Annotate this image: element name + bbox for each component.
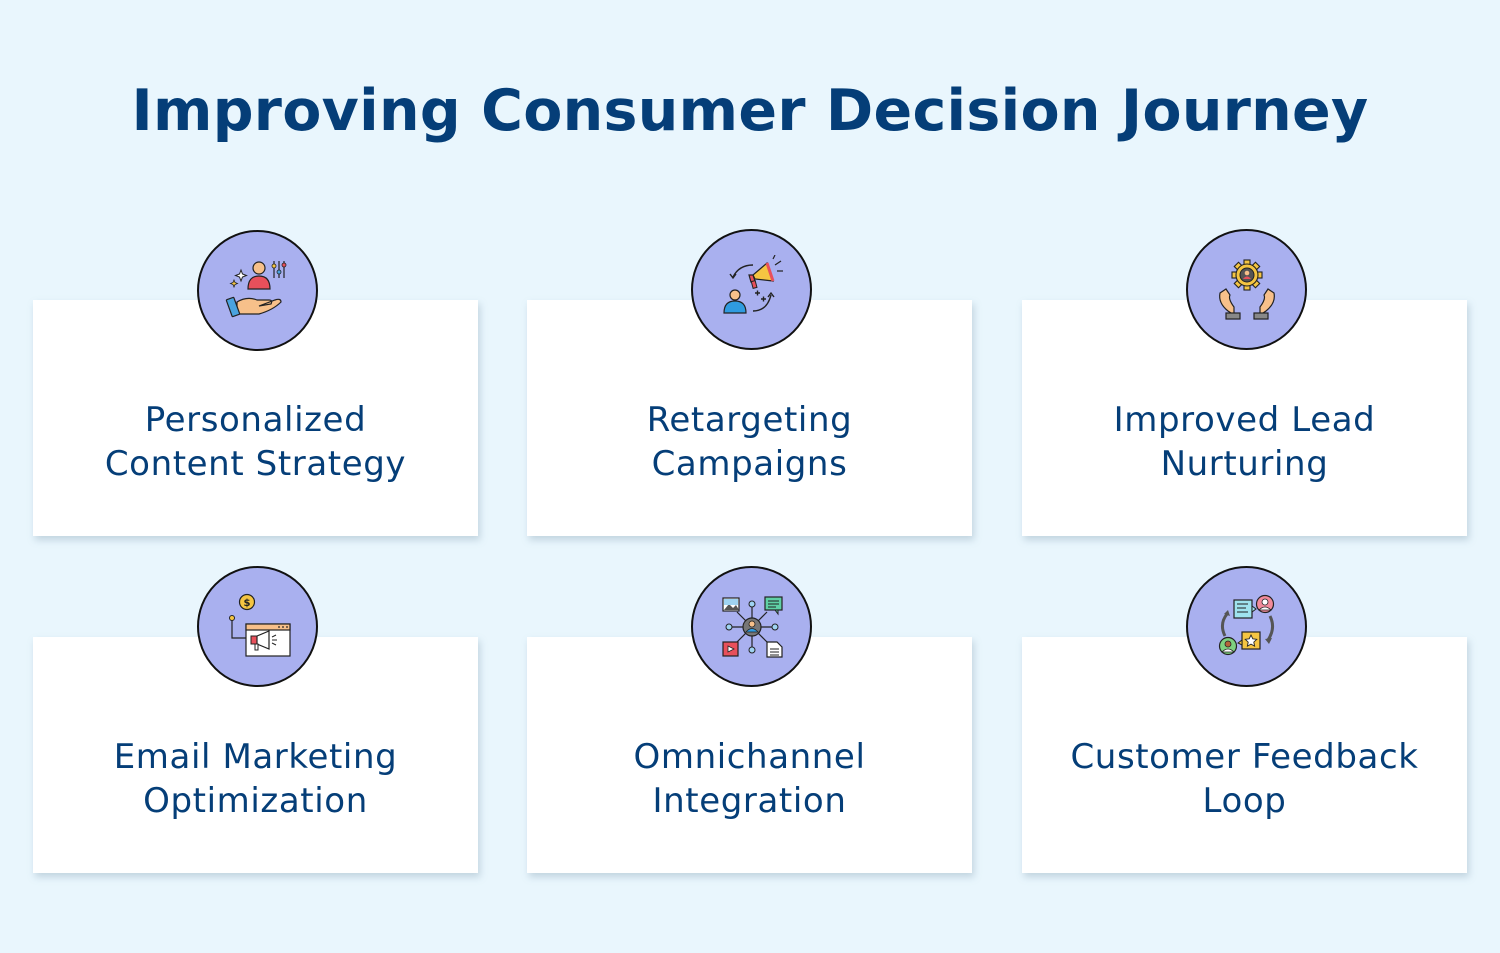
card-label-line1: Customer Feedback bbox=[1070, 737, 1419, 777]
card-label: Personalized Content Strategy bbox=[33, 398, 478, 486]
card-label-line2: Campaigns bbox=[651, 444, 848, 484]
card-label-line1: Improved Lead bbox=[1113, 400, 1376, 440]
card-label-line2: Nurturing bbox=[1160, 444, 1329, 484]
icon-circle bbox=[1186, 566, 1307, 687]
card-label-line2: Content Strategy bbox=[104, 444, 407, 484]
icon-circle bbox=[1186, 229, 1307, 350]
card-label: Retargeting Campaigns bbox=[527, 398, 972, 486]
browser-megaphone-coin-icon: $ bbox=[228, 593, 291, 657]
hands-gear-user-icon bbox=[1218, 258, 1275, 320]
card-label: Improved Lead Nurturing bbox=[1022, 398, 1467, 486]
card-label: Email Marketing Optimization bbox=[33, 735, 478, 823]
card-label-line1: Retargeting bbox=[646, 400, 853, 440]
icon-circle bbox=[691, 566, 812, 687]
card-label-line2: Loop bbox=[1202, 781, 1287, 821]
megaphone-retarget-icon bbox=[722, 254, 783, 314]
card-label-line1: Personalized bbox=[144, 400, 367, 440]
card-label-line1: Email Marketing bbox=[113, 737, 398, 777]
card-label: Customer Feedback Loop bbox=[1022, 735, 1467, 823]
card-label-line2: Integration bbox=[652, 781, 847, 821]
icon-circle bbox=[691, 229, 812, 350]
icon-circle: $ bbox=[197, 566, 318, 687]
icon-circle bbox=[197, 230, 318, 351]
card-label-line1: Omnichannel bbox=[633, 737, 866, 777]
page-title: Improving Consumer Decision Journey bbox=[131, 78, 1369, 144]
svg-text:$: $ bbox=[243, 598, 250, 609]
feedback-loop-icon bbox=[1218, 594, 1274, 655]
card-label: Omnichannel Integration bbox=[527, 735, 972, 823]
card-label-line2: Optimization bbox=[143, 781, 368, 821]
personalized-user-hand-icon bbox=[225, 260, 286, 317]
network-channels-icon bbox=[721, 595, 783, 658]
